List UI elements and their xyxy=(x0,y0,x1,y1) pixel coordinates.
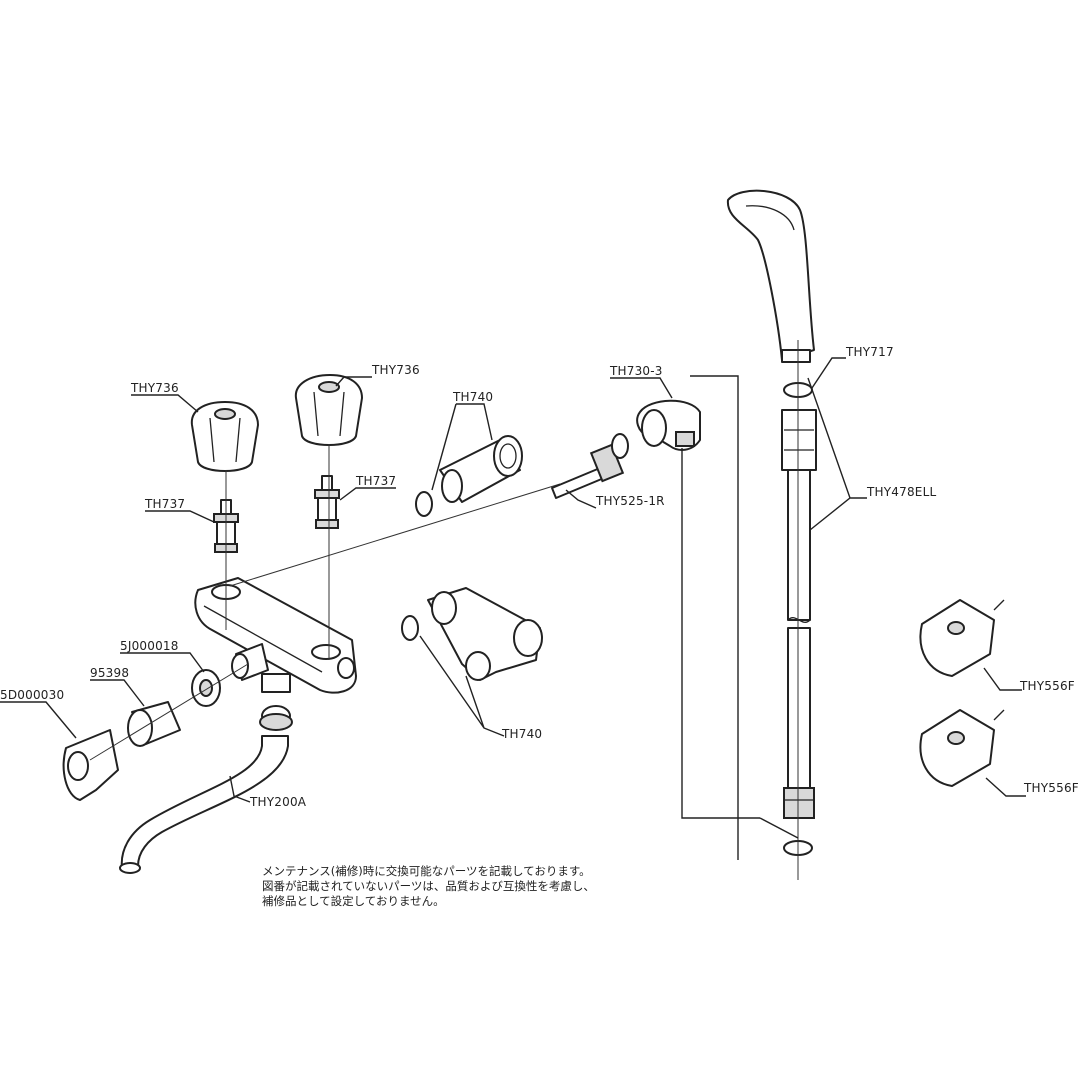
label-thy200a: THY200A xyxy=(249,795,307,809)
label-th730-3: TH730-3 xyxy=(609,364,663,378)
label-th737-left: TH737 xyxy=(144,497,185,511)
part-5j000018 xyxy=(191,669,221,707)
label-th740-top: TH740 xyxy=(452,390,493,404)
cartridge-right xyxy=(314,475,340,529)
label-th737-right: TH737 xyxy=(355,474,396,488)
handle-right xyxy=(294,374,363,446)
shower-head xyxy=(726,189,815,363)
elbow-th730 xyxy=(636,399,701,451)
elbow-bottom xyxy=(427,587,543,681)
faucet-body xyxy=(194,577,357,694)
spout xyxy=(119,705,293,874)
hook-1 xyxy=(919,599,1005,677)
label-5d000030: 5D000030 xyxy=(0,688,64,702)
label-thy478ell: THY478ELL xyxy=(866,485,936,499)
note-line-1: メンテナンス(補修)時に交換可能なパーツを記載しております。 xyxy=(262,864,591,878)
label-thy736-left: THY736 xyxy=(130,381,179,395)
elbow-top xyxy=(439,435,523,503)
oring-top xyxy=(415,491,433,517)
part-95398 xyxy=(127,701,181,747)
oring-bottom xyxy=(401,615,419,641)
hose xyxy=(781,409,817,819)
label-thy525-1r: THY525-1R xyxy=(595,494,665,508)
note-line-2: 図番が記載されていないパーツは、品質および互換性を考慮し、 xyxy=(262,879,595,893)
handle-left xyxy=(190,401,259,472)
part-labels: THY736 THY736 TH737 TH737 TH740 TH740 TH… xyxy=(0,345,1079,809)
label-th740-bottom: TH740 xyxy=(501,727,542,741)
leader-lines xyxy=(0,357,1026,860)
maintenance-note: メンテナンス(補修)時に交換可能なパーツを記載しております。 図番が記載されてい… xyxy=(262,864,595,909)
valve-stem xyxy=(551,433,629,499)
label-95398: 95398 xyxy=(90,666,129,680)
label-thy556f-b: THY556F xyxy=(1023,781,1079,795)
label-thy717: THY717 xyxy=(845,345,894,359)
label-5j000018: 5J000018 xyxy=(120,639,179,653)
note-line-3: 補修品として設定しておりません。 xyxy=(262,894,445,908)
label-thy556f-a: THY556F xyxy=(1019,679,1075,693)
part-5d000030 xyxy=(62,729,119,801)
label-thy736-right: THY736 xyxy=(371,363,420,377)
hook-2 xyxy=(919,709,1005,787)
